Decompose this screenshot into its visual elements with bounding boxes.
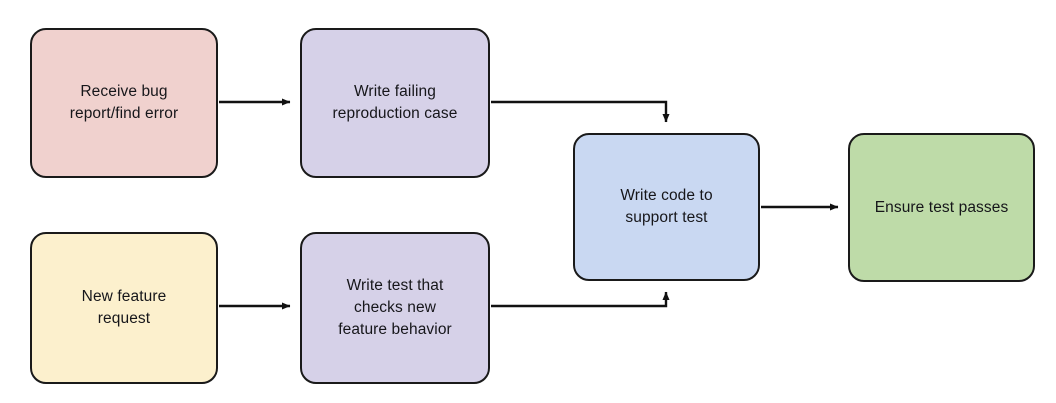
edge-write-test-to-write-code	[491, 291, 670, 308]
node-write-test-checks-new-feature[interactable]: Write test that checks new feature behav…	[300, 232, 490, 384]
node-receive-bug-report[interactable]: Receive bug report/find error	[30, 28, 218, 178]
node-write-code-to-support-test[interactable]: Write code to support test	[573, 133, 760, 281]
node-label: Ensure test passes	[874, 198, 1009, 216]
node-new-feature-request[interactable]: New feature request	[30, 232, 218, 384]
node-ensure-test-passes[interactable]: Ensure test passes	[848, 133, 1035, 282]
node-label: Write code to support test	[620, 187, 713, 226]
edge-failing-case-to-write-code	[491, 100, 670, 123]
node-label: Write failing reproduction case	[332, 83, 458, 122]
node-label: Write test that checks new feature behav…	[338, 277, 452, 338]
node-write-failing-reproduction-case[interactable]: Write failing reproduction case	[300, 28, 490, 178]
node-label: Receive bug report/find error	[69, 83, 179, 122]
node-label: New feature request	[81, 288, 167, 327]
